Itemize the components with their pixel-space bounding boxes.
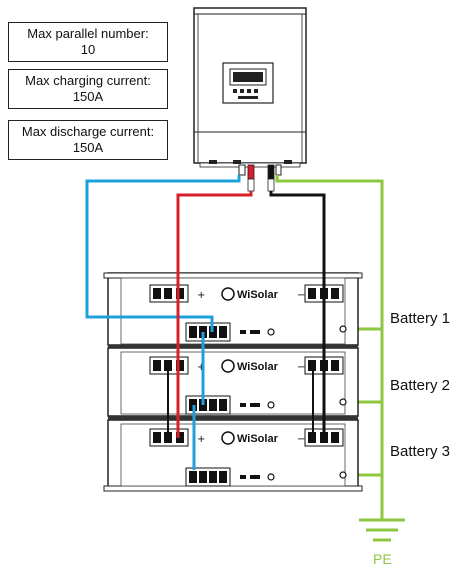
max-parallel-label: Max parallel number: — [27, 26, 149, 41]
max-parallel-box: Max parallel number: 10 — [8, 22, 168, 62]
brand-text-2: WiSolar — [237, 361, 279, 373]
battery-3-label: Battery 3 — [390, 443, 451, 460]
svg-text:−: − — [297, 362, 305, 373]
status-leds — [267, 325, 347, 481]
battery-1-label: Battery 1 — [390, 310, 451, 327]
max-charging-label: Max charging current: — [25, 73, 151, 88]
comm-cable — [85, 175, 241, 470]
max-discharge-label: Max discharge current: — [21, 124, 155, 139]
max-charging-box: Max charging current: 150A — [8, 69, 168, 109]
max-discharge-box: Max discharge current: 150A — [8, 120, 168, 160]
negative-cable — [269, 191, 326, 438]
ground-label: PE — [373, 551, 392, 567]
max-discharge-value: 150A — [72, 140, 104, 155]
brand-logos: WiSolar WiSolar WiSolar — [221, 287, 279, 445]
max-charging-value: 150A — [72, 89, 104, 104]
battery-2-label: Battery 2 — [390, 377, 451, 394]
svg-text:+: + — [197, 362, 205, 373]
svg-text:−: − — [297, 290, 305, 301]
inverter-icon — [193, 7, 307, 168]
busbars — [167, 366, 314, 438]
svg-text:+: + — [197, 434, 205, 445]
positive-cable — [176, 191, 253, 438]
svg-text:+: + — [197, 290, 205, 301]
svg-text:−: − — [297, 434, 305, 445]
max-parallel-value: 10 — [80, 42, 96, 57]
brand-text-3: WiSolar — [237, 433, 279, 445]
brand-text-1: WiSolar — [237, 289, 279, 301]
inverter-terminals — [238, 164, 282, 192]
ground-symbol-icon — [359, 518, 405, 542]
